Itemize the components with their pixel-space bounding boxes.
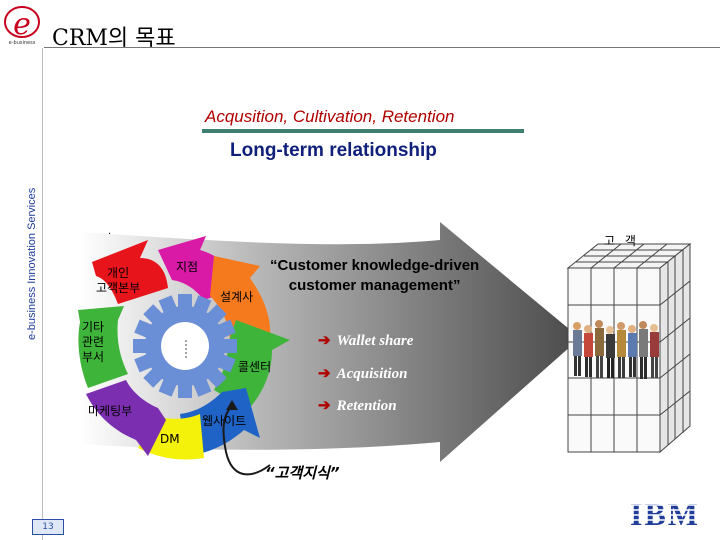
bullet-wallet-share: ➔ Wallet share bbox=[318, 331, 413, 350]
arrow-segment-marketing bbox=[86, 380, 166, 456]
label-other-line2: 관련 bbox=[82, 335, 105, 349]
quote-line2: customer management” bbox=[288, 277, 461, 294]
bullet-retention: ➔ Retention bbox=[318, 396, 397, 415]
e-business-logo: e bbox=[4, 6, 40, 42]
headline-ltr: Long-term relationship bbox=[230, 140, 437, 161]
quote-line1: “Customer knowledge-driven bbox=[270, 257, 480, 274]
knowledge-loop-arrowhead bbox=[226, 400, 238, 410]
label-design: 설계사 bbox=[220, 290, 254, 304]
knowledge-loop-arrow bbox=[222, 405, 271, 476]
logo-subtext: e-business bbox=[8, 40, 36, 46]
arrow-right-icon: ➔ bbox=[318, 398, 331, 414]
label-branch: 지점 bbox=[176, 260, 199, 274]
ibm-logo: IBM bbox=[628, 496, 700, 532]
arrow-right-icon: ➔ bbox=[318, 366, 331, 382]
left-divider bbox=[42, 48, 43, 540]
label-callcenter: 콜센터 bbox=[238, 360, 272, 374]
label-personal-line2: 고객본부 bbox=[96, 281, 141, 295]
logo-letter: e bbox=[13, 7, 31, 42]
headline-acq: Acqusition, Cultivation, Retention bbox=[205, 107, 455, 126]
arrow-segment-design bbox=[210, 256, 271, 340]
ibm-logo-text: IBM bbox=[630, 496, 700, 532]
customer-label: 고 객 bbox=[604, 234, 639, 248]
label-website: 웹사이트 bbox=[202, 414, 247, 428]
header-divider bbox=[44, 47, 720, 48]
label-other-line3: 부서 bbox=[82, 350, 105, 364]
label-marketing: 마케팅부 bbox=[88, 404, 133, 418]
page-title: CRM의 목표 bbox=[52, 26, 176, 51]
channel-arrows bbox=[78, 236, 290, 460]
tick-mark: . bbox=[108, 226, 112, 237]
quote: “Customer knowledge-driven customer mana… bbox=[270, 256, 479, 296]
label-other: 기타 관련 부서 bbox=[82, 320, 104, 365]
headline-underline bbox=[202, 129, 524, 133]
bullet-text: Retention bbox=[336, 398, 397, 414]
arrow-right-icon: ➔ bbox=[318, 333, 331, 349]
customer-people bbox=[573, 320, 659, 379]
page-number: 13 bbox=[32, 519, 64, 535]
gear bbox=[133, 294, 237, 398]
label-personal-line1: 개인 bbox=[107, 266, 130, 280]
label-other-line1: 기타 bbox=[82, 320, 105, 334]
bullet-acquisition: ➔ Acquisition bbox=[318, 364, 407, 383]
bullet-text: Acquisition bbox=[336, 366, 408, 382]
arrow-segment-other bbox=[78, 306, 128, 388]
label-personal: 개인 고객본부 bbox=[96, 266, 140, 296]
arrow-segment-personal bbox=[92, 240, 168, 304]
knowledge-label: “고객지식” bbox=[265, 464, 340, 482]
bullet-text: Wallet share bbox=[336, 333, 414, 349]
label-dm: DM bbox=[160, 432, 180, 446]
